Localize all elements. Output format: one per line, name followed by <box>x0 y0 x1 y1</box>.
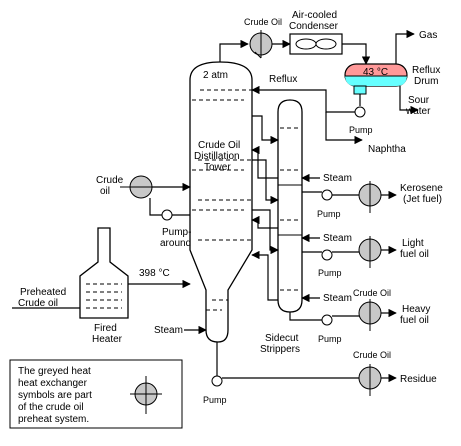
bottoms-pump-label: Pump <box>203 395 227 405</box>
light-fuel-label-line1: Light <box>402 238 424 249</box>
gas-label: Gas <box>419 30 437 41</box>
condenser-label-line2: Condenser <box>289 21 339 32</box>
bottoms-pump <box>211 375 223 387</box>
preheated-label-line2: Crude oil <box>18 298 58 309</box>
steam-label-3: Steam <box>323 293 352 304</box>
reflux-drum <box>344 63 408 95</box>
note-line5: preheat system. <box>18 414 89 425</box>
residue-label: Residue <box>400 374 437 385</box>
preheated-label-line1: Preheated <box>20 287 66 298</box>
heavy-fuel-label-line1: Heavy <box>402 304 430 315</box>
crude-oil-heavy-label: Crude Oil <box>353 288 391 298</box>
heavy-fuel-pump <box>321 314 333 326</box>
steam-label-1: Steam <box>323 173 352 184</box>
crude-oil-residue-label: Crude Oil <box>353 350 391 360</box>
tower-trays <box>192 89 252 311</box>
pumparound-pump <box>161 209 173 221</box>
fired-heater-label-line2: Heater <box>92 334 123 345</box>
distillation-tower <box>189 61 253 343</box>
crude-oil-left-line1: Crude <box>96 175 124 186</box>
heater-coils <box>86 283 122 309</box>
tower-label-line2: Distillation <box>194 151 240 162</box>
kerosene-pump-label: Pump <box>317 209 341 219</box>
overhead-vapor-line <box>219 39 249 62</box>
reflux-drum-label-line1: Reflux <box>412 65 440 76</box>
heater-outlet-temp: 398 °C <box>139 268 170 279</box>
light-fuel-label-line2: fuel oil <box>400 249 429 260</box>
fired-heater-label-line1: Fired <box>94 323 117 334</box>
sidecut-label-line2: Strippers <box>260 344 300 355</box>
crude-oil-top-label: Crude Oil <box>244 17 282 27</box>
note-line1: The greyed heat <box>18 366 91 377</box>
draw-lines <box>251 115 279 301</box>
reflux-pump-label: Pump <box>349 125 373 135</box>
light-fuel-pump-label: Pump <box>318 268 342 278</box>
naphtha-label: Naphtha <box>368 144 406 155</box>
fired-heater <box>79 227 129 319</box>
tower-pressure: 2 atm <box>203 70 228 81</box>
sidecut-label-line1: Sidecut <box>265 333 299 344</box>
kerosene-label-line1: Kerosene <box>400 183 443 194</box>
sidecut-stripper <box>277 99 303 313</box>
note-line4: of the crude oil <box>18 402 84 413</box>
sour-water-line2: water <box>405 106 431 117</box>
heavy-fuel-label-line2: fuel oil <box>400 315 429 326</box>
note-line2: heat exchanger <box>18 378 88 389</box>
drum-temperature: 43 °C <box>363 67 388 78</box>
condenser-label-line1: Air-cooled <box>292 10 337 21</box>
reflux-drum-label-line2: Drum <box>414 76 438 87</box>
steam-tower-label: Steam <box>154 325 183 336</box>
steam-label-2: Steam <box>323 233 352 244</box>
note-line3: symbols are part <box>18 390 92 401</box>
tower-label-line3: Tower <box>204 162 231 173</box>
reflux-pump <box>354 106 366 118</box>
kerosene-label-line2: (Jet fuel) <box>403 194 442 205</box>
sour-water-line1: Sour <box>408 95 430 106</box>
light-fuel-pump <box>321 249 333 261</box>
crude-oil-left-line2: oil <box>100 186 110 197</box>
pumparound-label-line1: Pump- <box>162 227 191 238</box>
kerosene-pump <box>321 189 333 201</box>
stripper-sections <box>278 127 302 291</box>
heavy-fuel-pump-label: Pump <box>318 334 342 344</box>
tower-label-line1: Crude Oil <box>198 140 240 151</box>
pumparound-label-line2: around <box>160 238 191 249</box>
reflux-label: Reflux <box>269 74 297 85</box>
